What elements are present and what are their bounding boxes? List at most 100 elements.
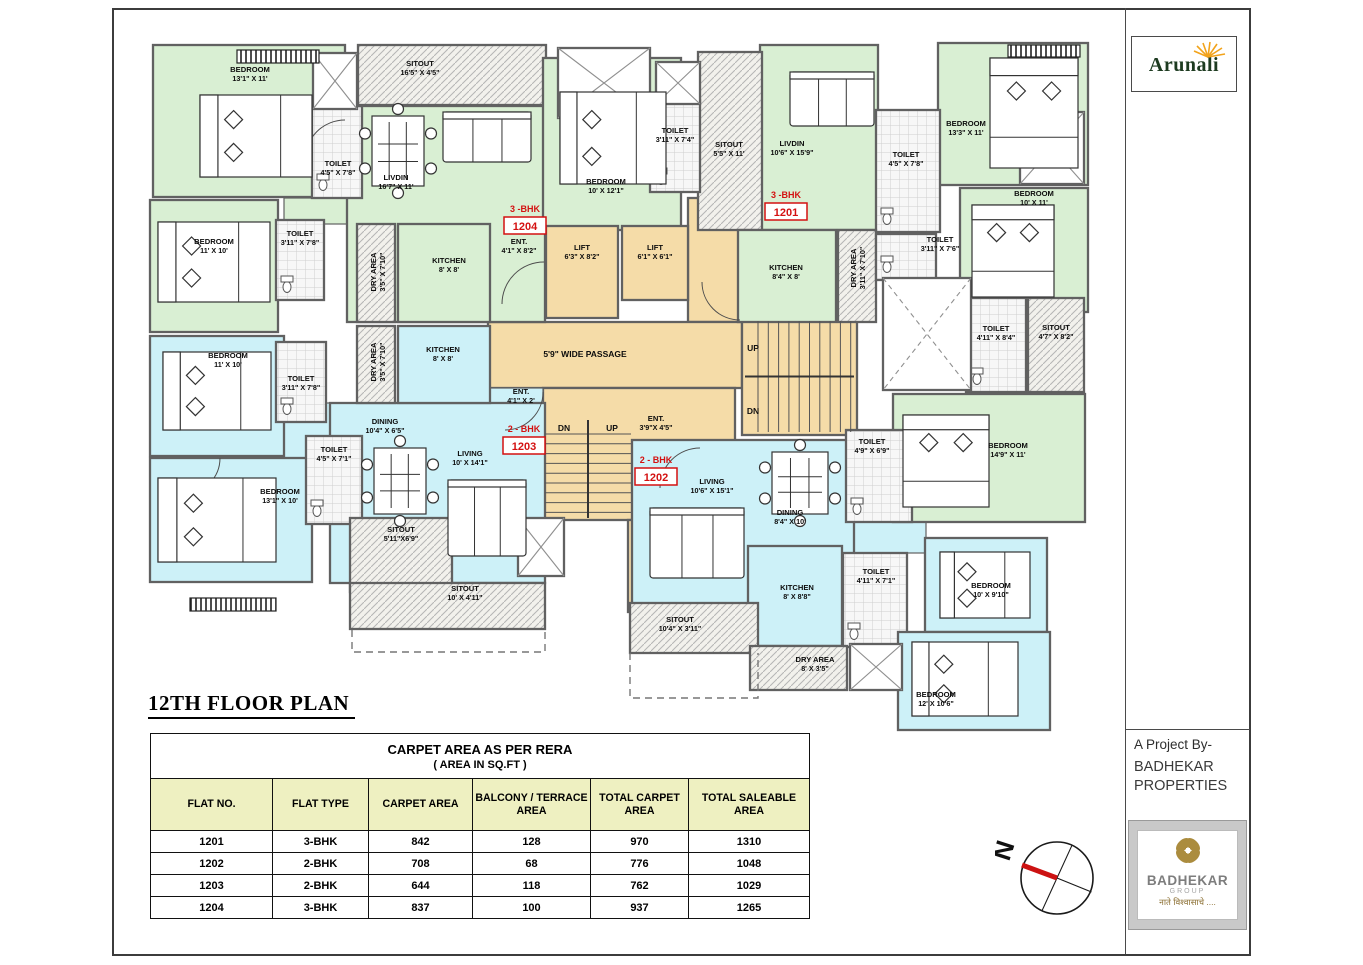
wc-fixture-icon (882, 213, 892, 225)
bed-rect (157, 477, 277, 563)
room-kitchen (746, 544, 844, 648)
room-toilet (274, 218, 326, 302)
room-name: DINING (777, 508, 804, 517)
room-name: KITCHEN (780, 583, 814, 592)
room-dims: 8' X 8' (433, 354, 453, 363)
room-sitout (356, 43, 548, 107)
bed-rect (157, 221, 271, 303)
clover-icon (1175, 838, 1200, 863)
room-dims: 16'7" X 11' (378, 182, 413, 191)
room-label: DRY AREA3'11" X 7'10" (849, 247, 867, 290)
wc-fixture-icon (852, 503, 862, 515)
bed-head (939, 551, 955, 619)
room-name: TOILET (893, 150, 920, 159)
pillow (933, 654, 954, 675)
room-rect (544, 224, 620, 320)
table-cell: 128 (472, 830, 591, 853)
flat-type-label: 3 -BHK (510, 204, 541, 214)
room-name: LIVDIN (384, 173, 409, 182)
room-name: SITOUT (451, 584, 479, 593)
sofa-icon (447, 479, 527, 557)
shaft-cross-icon (312, 52, 358, 110)
wc-fixture-icon (880, 207, 894, 215)
pillow (957, 561, 977, 582)
table-cell: 776 (590, 852, 689, 875)
flat-number-label: 1204 (513, 221, 538, 233)
room-dims: 8'4" X 8' (772, 272, 800, 281)
pillow (581, 146, 602, 167)
flat-number-box (764, 202, 808, 221)
bed-head (902, 414, 990, 431)
room-name: KITCHEN (426, 345, 460, 354)
wc-fixture-icon (847, 622, 861, 630)
pillow (185, 396, 206, 417)
room-dry-area (355, 222, 397, 324)
room-dims: 8' X 3'5" (801, 664, 829, 673)
sofa-back (442, 111, 532, 120)
room-name: BEDROOM (946, 119, 986, 128)
room-name: TOILET (859, 437, 886, 446)
room-name: BEDROOM (1014, 189, 1054, 198)
room-name: TOILET (325, 159, 352, 168)
room-dims: 3'11" X 7'6" (921, 244, 960, 253)
group-logo-sub: GROUP (1169, 888, 1206, 895)
table-cell: 2-BHK (272, 874, 369, 897)
room-sitout (348, 516, 454, 594)
passage-label: 5'9" WIDE PASSAGE (543, 349, 627, 359)
room-rect (628, 601, 760, 655)
room-name: BEDROOM (988, 441, 1028, 450)
room-name: BEDROOM (586, 177, 626, 186)
wc-fixture-icon (970, 367, 984, 375)
table-cell: 2-BHK (272, 852, 369, 875)
room-dims: 6'3" X 8'2" (564, 252, 599, 261)
sofa-icon (789, 71, 875, 127)
table-cell: 970 (590, 830, 689, 853)
wc-fixture-icon (312, 505, 322, 517)
room-dims: 8'4" X 10' (774, 517, 806, 526)
bed-head (911, 641, 930, 717)
room-dry-area (836, 228, 878, 324)
room-name: DRY AREA (369, 342, 378, 381)
room-dims: 13'3" X 11' (948, 128, 983, 137)
wc-fixture-icon (282, 281, 292, 293)
room-dims: 4'1" X 8'2" (501, 246, 536, 255)
pillow (183, 493, 204, 514)
shaft-cross-icon (849, 643, 903, 691)
room-dims: 5'11"X6'9" (384, 534, 419, 543)
room-rect (1026, 296, 1086, 394)
table-column-header: TOTAL CARPET AREA (590, 778, 689, 831)
table-column-header: TOTAL SALEABLE AREA (688, 778, 810, 831)
pillow (581, 109, 602, 130)
room-dims: 10'4" X 3'11" (659, 624, 702, 633)
room-name: TOILET (927, 235, 954, 244)
room-dry-area (748, 644, 849, 692)
room-name: BEDROOM (194, 237, 234, 246)
wardrobe-rect (1007, 44, 1081, 58)
wc-fixture-icon (972, 373, 982, 385)
sofa-body (447, 479, 527, 557)
wc-fixture-icon (850, 497, 864, 505)
room-dims: 3'9"X 4'5" (639, 423, 672, 432)
room-dims: 4'1" X 2' (507, 396, 535, 405)
chair (360, 491, 374, 504)
chair (393, 514, 407, 528)
room-rect (746, 544, 844, 648)
bed-rect (989, 57, 1079, 169)
wc-fixture-icon (849, 628, 859, 640)
room-toilet (874, 232, 938, 282)
